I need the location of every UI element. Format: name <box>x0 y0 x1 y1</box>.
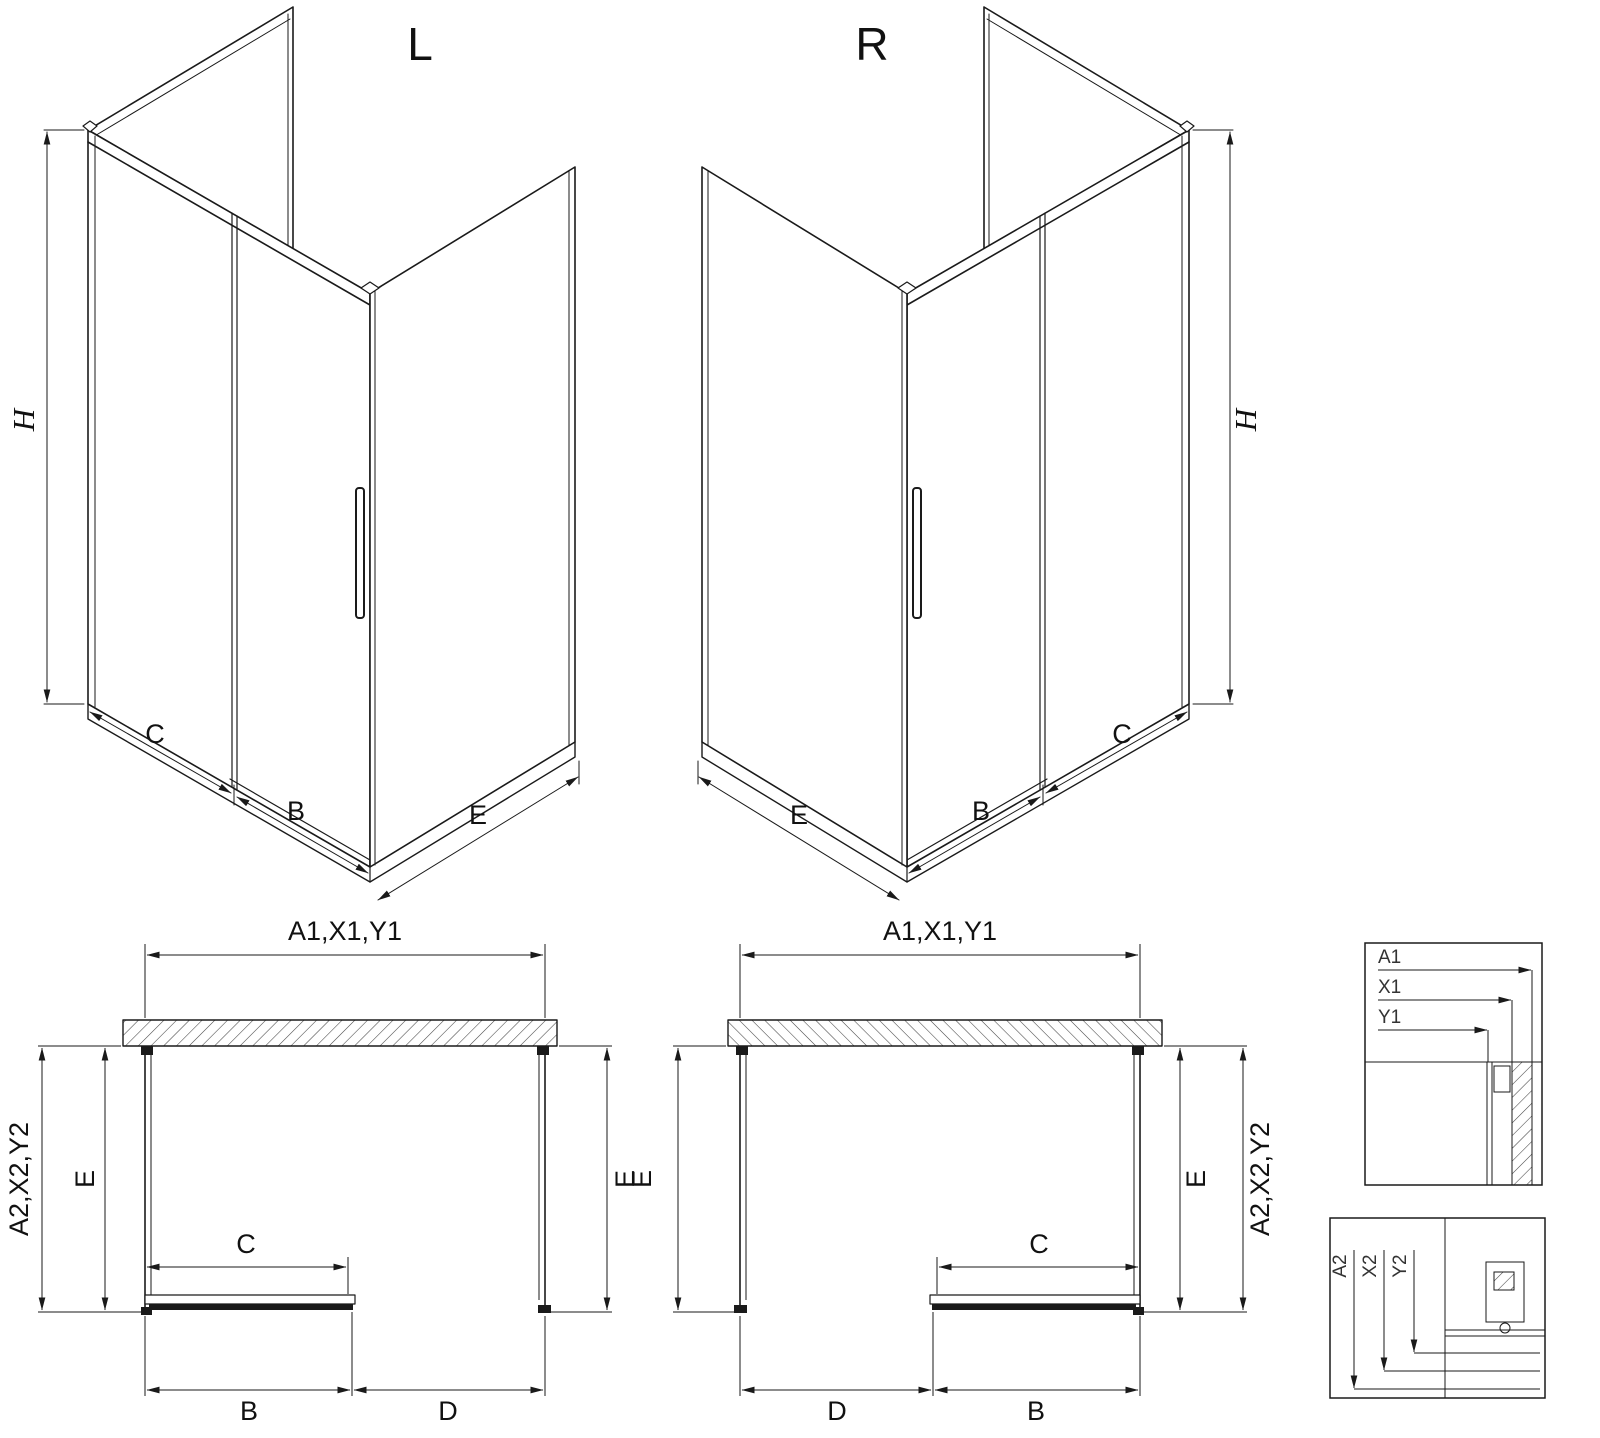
dim-label-a2-group: A2,X2,Y2 <box>1245 1122 1275 1236</box>
iso-left-label: L <box>407 18 433 70</box>
detail-label-y1: Y1 <box>1378 1007 1401 1028</box>
door-profile-section <box>1485 1261 1525 1323</box>
dim-label-a1-group: A1,X1,Y1 <box>288 916 402 946</box>
plan-shapes-left <box>38 944 612 1396</box>
dim-label-b: B <box>1027 1396 1045 1426</box>
dim-label-c: C <box>1029 1229 1049 1259</box>
dim-label-h: H <box>1228 407 1263 432</box>
dim-label-d: D <box>438 1396 458 1426</box>
dim-label-e: E <box>1181 1170 1211 1188</box>
detail-bottom-leaders <box>1350 1250 1540 1390</box>
dim-label-b: B <box>240 1396 258 1426</box>
profile-hatch <box>1493 1271 1515 1291</box>
dim-label-b: B <box>972 796 990 826</box>
profile-section <box>1493 1065 1511 1093</box>
dim-label-e: E <box>610 1170 640 1188</box>
dim-label-a1-group: A1,X1,Y1 <box>883 916 997 946</box>
plan-shapes-right <box>673 944 1247 1396</box>
detail-label-a1: A1 <box>1378 947 1401 968</box>
dim-label-e: E <box>790 800 808 830</box>
dim-label-e: E <box>627 1170 657 1188</box>
iso-view-left: L H C B E <box>6 7 579 900</box>
iso-right-label: R <box>855 18 888 70</box>
detail-view-top: A1 X1 Y1 <box>1364 942 1543 1186</box>
detail-label-x2: X2 <box>1360 1254 1381 1277</box>
detail-label-a2: A2 <box>1330 1254 1351 1277</box>
dim-label-b: B <box>287 796 305 826</box>
roller-detail <box>1499 1322 1511 1334</box>
plan-view-left: A1,X1,Y1 A2,X2,Y2 E E C B D <box>4 916 640 1426</box>
dim-label-a2-group: A2,X2,Y2 <box>4 1122 34 1236</box>
detail-label-y2: Y2 <box>1390 1254 1411 1277</box>
dim-label-h: H <box>6 407 41 432</box>
dim-label-c: C <box>1112 719 1132 749</box>
dim-label-d: D <box>827 1396 847 1426</box>
dim-label-e: E <box>70 1170 100 1188</box>
enclosure-shapes-left <box>44 7 579 900</box>
wall-section-hatch <box>1511 1061 1533 1186</box>
plan-view-right: A1,X1,Y1 A2,X2,Y2 E E C B D <box>627 916 1275 1426</box>
enclosure-shapes-right <box>698 7 1233 900</box>
detail-top-leaders <box>1378 966 1533 1062</box>
detail-label-x1: X1 <box>1378 977 1401 998</box>
iso-view-right: R H C B E <box>698 7 1263 900</box>
detail-view-bottom: A2 X2 Y2 <box>1329 1217 1546 1399</box>
dim-label-c: C <box>236 1229 256 1259</box>
dim-label-e: E <box>469 800 487 830</box>
dim-label-c: C <box>145 719 165 749</box>
